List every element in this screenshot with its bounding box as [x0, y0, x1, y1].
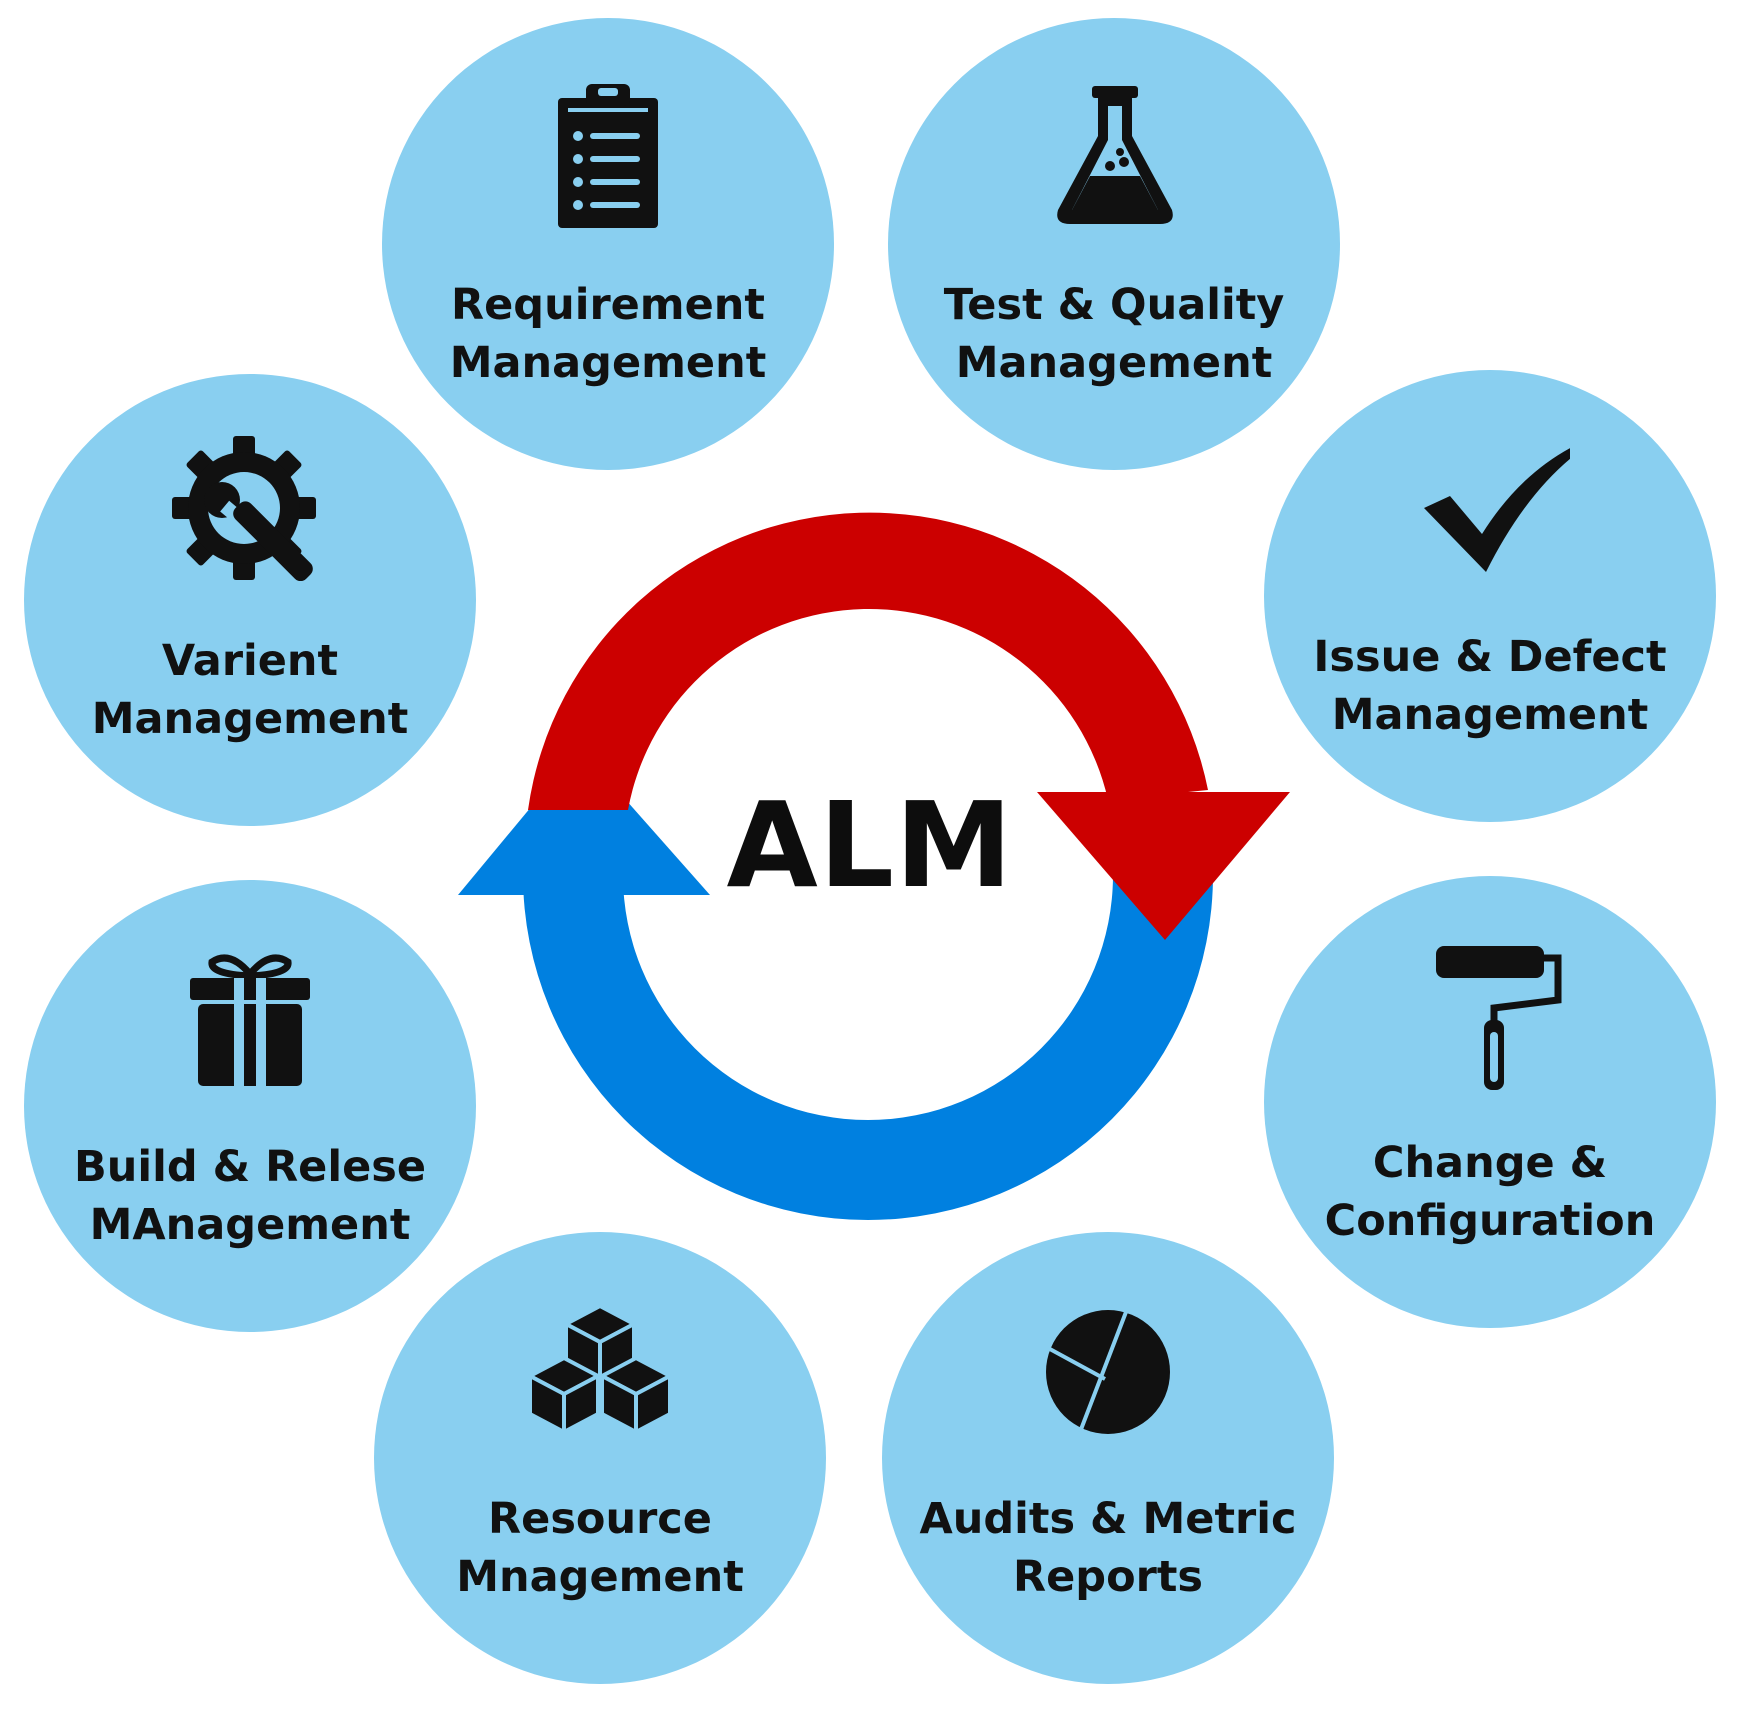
module-label-line1: Build & Relese — [73, 1142, 427, 1192]
module-label: Varient Management — [44, 632, 456, 748]
module-label-line1: Varient — [161, 636, 339, 686]
blue-arc — [523, 875, 1213, 1220]
blue-arrowhead — [458, 748, 710, 895]
module-label: Change & Configuration — [1284, 1134, 1696, 1250]
module-label: Build & Relese MAnagement — [44, 1138, 456, 1254]
module-change-configuration: Change & Configuration — [1264, 876, 1716, 1328]
module-label-line1: Test & Quality — [943, 280, 1285, 330]
module-label-line2: MAnagement — [89, 1200, 411, 1250]
module-label-line1: Audits & Metric — [919, 1494, 1297, 1544]
module-label-line2: Management — [1331, 690, 1649, 740]
module-variant-management: Varient Management — [24, 374, 476, 826]
module-build-release-management: Build & Relese MAnagement — [24, 880, 476, 1332]
module-label-line1: Issue & Defect — [1313, 632, 1667, 682]
module-label-line1: Change & — [1372, 1138, 1608, 1188]
module-label-line2: Management — [91, 694, 409, 744]
module-label-line1: Requirement — [451, 280, 765, 330]
paint-roller-icon — [1410, 936, 1570, 1096]
module-resource-management: Resource Mnagement — [374, 1232, 826, 1684]
module-label: Resource Mnagement — [394, 1490, 806, 1606]
clipboard-list-icon — [528, 78, 688, 238]
flask-icon — [1034, 78, 1194, 238]
module-label-line2: Configuration — [1324, 1196, 1656, 1246]
red-arc — [528, 512, 1208, 810]
pie-chart-icon — [1028, 1292, 1188, 1452]
module-test-quality-management: Test & Quality Management — [888, 18, 1340, 470]
module-label: Test & Quality Management — [908, 276, 1320, 392]
center-title: ALM — [726, 776, 1014, 914]
module-label-line1: Resource — [488, 1494, 712, 1544]
module-label: Requirement Management — [402, 276, 814, 392]
cubes-icon — [520, 1292, 680, 1452]
red-arrowhead — [1037, 792, 1290, 940]
module-label-line2: Management — [955, 338, 1273, 388]
module-issue-defect-management: Issue & Defect Management — [1264, 370, 1716, 822]
checkmark-icon — [1410, 430, 1570, 590]
module-audits-metric-reports: Audits & Metric Reports — [882, 1232, 1334, 1684]
gift-icon — [170, 940, 330, 1100]
module-label-line2: Management — [449, 338, 767, 388]
module-label-line2: Reports — [1013, 1552, 1203, 1602]
module-label: Issue & Defect Management — [1284, 628, 1696, 744]
module-requirement-management: Requirement Management — [382, 18, 834, 470]
gear-wrench-icon — [170, 434, 330, 594]
module-label-line2: Mnagement — [456, 1552, 744, 1602]
module-label: Audits & Metric Reports — [902, 1490, 1314, 1606]
